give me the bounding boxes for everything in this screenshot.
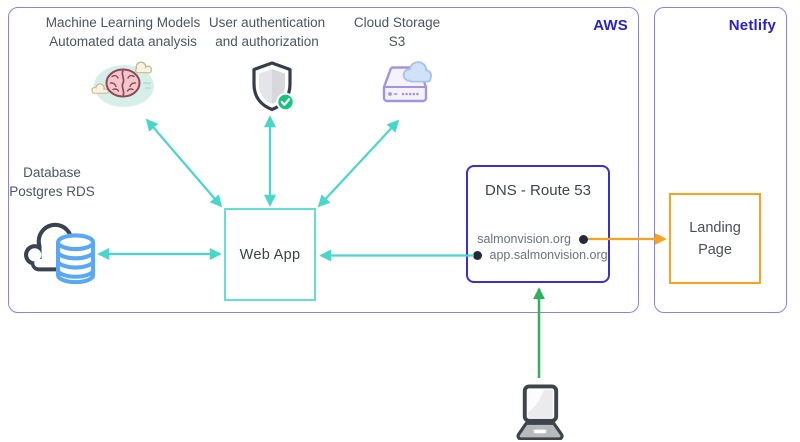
dns-route53-node: DNS - Route 53 salmonvision.org app.salm… — [466, 165, 610, 283]
dns-record-app-text: app.salmonvision.org — [489, 248, 608, 262]
storage-label-line1: Cloud Storage — [353, 15, 441, 30]
landing-label-line1: Landing — [689, 219, 741, 236]
webapp-label: Web App — [239, 246, 301, 263]
database-label-line2: Postgres RDS — [9, 184, 95, 199]
dns-record-root-domain: salmonvision.org — [468, 232, 608, 246]
ml-node-label: Machine Learning Models Automated data a… — [33, 13, 213, 51]
netlify-label: Netlify — [728, 17, 776, 34]
landing-page-node: Landing Page — [669, 193, 761, 284]
aws-label: AWS — [593, 17, 628, 34]
brain-cloud-icon — [91, 57, 155, 110]
dns-title: DNS - Route 53 — [485, 182, 591, 199]
auth-label-line1: User authentication — [208, 15, 326, 30]
landing-label-line2: Page — [698, 241, 732, 258]
auth-label-line2: and authorization — [215, 34, 319, 49]
storage-node-label: Cloud Storage S3 — [337, 13, 457, 51]
webapp-node: Web App — [224, 208, 316, 301]
shield-check-icon — [249, 61, 295, 113]
record-anchor-dot — [472, 250, 482, 260]
database-node-label: Database Postgres RDS — [3, 163, 101, 201]
laptop-icon — [513, 383, 566, 440]
cloud-drive-icon — [378, 57, 432, 113]
record-anchor-dot — [579, 234, 588, 244]
database-label-line1: Database — [23, 165, 81, 180]
dns-record-root-text: salmonvision.org — [477, 232, 571, 246]
ml-label-line2: Automated data analysis — [49, 34, 197, 49]
dns-record-app-domain: app.salmonvision.org — [468, 248, 608, 262]
storage-label-line2: S3 — [388, 34, 406, 49]
cloud-database-icon — [22, 215, 98, 286]
ml-label-line1: Machine Learning Models — [45, 15, 201, 30]
auth-node-label: User authentication and authorization — [192, 13, 342, 51]
